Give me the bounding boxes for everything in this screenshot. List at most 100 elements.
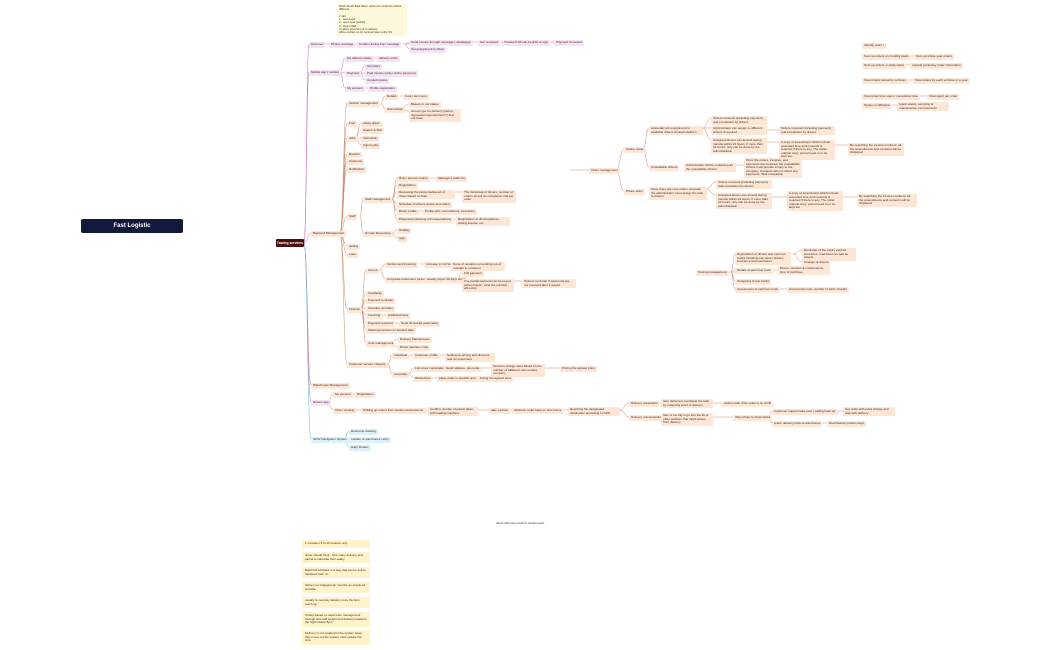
node-n50[interactable]: Loan (347, 252, 358, 258)
node-n62[interactable]: Payment reminder (366, 298, 396, 304)
node-n71[interactable]: Driver salaries / cost (398, 345, 431, 351)
node-n123[interactable]: Assigned drivers can amend during transi… (716, 193, 772, 210)
node-n40[interactable]: Schedule of drivers (leave and claim) (397, 202, 452, 208)
node-n127[interactable]: Registration of drivers and new tow truc… (735, 252, 791, 265)
node-n77[interactable]: List minor corporation (413, 366, 447, 372)
node-n121[interactable]: Once there are new orders received, the … (649, 187, 707, 200)
node-n107[interactable]: Daily Routes (349, 445, 371, 451)
node-n63[interactable]: Overdue reminder (366, 306, 395, 312)
node-n33[interactable]: Backend Management (311, 231, 346, 237)
node-n95[interactable]: Item delivered, Complete the task by col… (661, 399, 713, 409)
node-n20[interactable]: Cost / item item (403, 94, 429, 100)
node-n142[interactable]: Total order time spent / completion time (862, 94, 920, 100)
node-n120[interactable]: Phone order (624, 189, 646, 195)
node-n108[interactable]: Order management (589, 168, 620, 174)
node-n47[interactable]: Holiday (397, 228, 412, 234)
node-n11[interactable]: delivery order (377, 56, 400, 62)
node-n64[interactable]: Invoicing (366, 313, 383, 319)
node-n134[interactable]: Accessories cost, number of parts, brand… (787, 287, 849, 293)
node-n84[interactable]: Warehouse Management (311, 383, 350, 389)
node-n124[interactable]: A copy of amendment which include amende… (787, 191, 843, 211)
node-n7[interactable]: Payment if needed (554, 40, 584, 46)
node-n37[interactable]: Registration (397, 183, 418, 189)
node-n88[interactable]: Order viewing (333, 408, 357, 414)
node-n39[interactable]: The list/Actual of drivers, number of or… (462, 190, 516, 203)
node-n111[interactable]: Orders received (including payment) real… (711, 116, 767, 126)
node-n6[interactable]: Trusted KYB can be ETA or sign (502, 40, 551, 46)
node-n90[interactable]: Confirm number of parcel taken with load… (428, 407, 478, 417)
node-n15[interactable]: Unpaid invoice (365, 78, 390, 84)
node-n14[interactable]: Paid invoice (order online payment) (365, 71, 418, 77)
node-n60[interactable]: Finance (347, 307, 363, 313)
node-n80[interactable]: Pricing the agreed price (560, 366, 597, 372)
map-title[interactable]: Fast Logistic (81, 219, 183, 233)
node-n79[interactable]: Services charge rates based on the numbe… (491, 364, 545, 377)
node-n125[interactable]: By searching the invoice numbers, all th… (857, 194, 917, 207)
node-n52[interactable]: Vendor and Invoicing (385, 262, 418, 268)
node-n42[interactable]: Profile edit, commissions, incentives (423, 209, 477, 215)
node-n76[interactable]: corporate (392, 372, 410, 378)
node-n87[interactable]: Registration (355, 392, 376, 398)
node-n26[interactable]: active driver (361, 121, 382, 127)
node-n32[interactable]: Notification (347, 167, 367, 173)
node-n10[interactable]: My delivery status (345, 56, 374, 62)
node-n66[interactable]: Payment received (366, 321, 395, 327)
node-n133[interactable]: Accessories of each tow truck (735, 287, 780, 293)
node-n2[interactable]: Phone message (329, 42, 356, 48)
node-n140[interactable]: Total orders stored by vehicles (862, 78, 908, 84)
node-n4[interactable]: Send invoice through message ( whatsapp) (409, 40, 473, 46)
node-n119[interactable]: Once the orders, invoices, and payments … (744, 158, 802, 178)
node-n132[interactable]: Scrapping of tow trucks (735, 279, 772, 285)
node-n74[interactable]: Customer profile (413, 353, 440, 359)
node-n69[interactable]: Cost management (366, 341, 396, 347)
node-n122[interactable]: Orders received (including payment) task… (716, 180, 772, 190)
node-n19[interactable]: Details (385, 94, 399, 100)
node-n116[interactable]: By searching the invoice numbers, all th… (848, 143, 904, 156)
node-n112[interactable]: Administrator can assign to different dr… (711, 126, 767, 136)
node-n48[interactable]: Ipay (397, 236, 407, 242)
node-n55[interactable]: Corporate customers (order details) (385, 277, 438, 283)
node-n96[interactable]: collect cash if the order is on COD (722, 401, 773, 407)
node-n82[interactable]: place order to specific spot (437, 376, 478, 382)
node-n21[interactable]: Add vehicle (385, 107, 405, 113)
node-n61[interactable]: Vendlerae (366, 291, 384, 297)
node-n91[interactable]: take a photo (489, 408, 511, 414)
node-n23[interactable]: Group type for delivery (parcel, vigmeas… (409, 109, 461, 122)
node-n85[interactable]: Drivers app (311, 400, 331, 406)
node-n89[interactable]: Picking up orders from warehouse/custome… (361, 408, 426, 414)
node-n115[interactable]: A copy of amendment which include amende… (779, 140, 835, 160)
node-n139[interactable]: expand yesterday order information (910, 63, 963, 69)
node-n106[interactable]: outside of warehouse verify (349, 437, 391, 443)
node-n29[interactable]: Import jobs (361, 143, 381, 149)
node-n34[interactable]: Staff management (363, 197, 393, 203)
node-n46[interactable]: Human Resources (363, 231, 393, 237)
node-n13[interactable]: All orders (365, 64, 383, 70)
node-n128[interactable]: Reminder of the expiry expired insurance… (802, 248, 856, 261)
node-n144[interactable]: Spoken notification (862, 103, 893, 109)
node-n73[interactable]: Individual (392, 353, 410, 359)
node-n86[interactable]: My account (333, 392, 353, 398)
node-n135[interactable]: Identify order I (862, 43, 886, 49)
node-n24[interactable]: Fuel (347, 121, 358, 127)
node-n65[interactable]: Additional fees (386, 313, 411, 319)
node-n136[interactable]: Sum up orders on monthly basis (862, 54, 911, 60)
node-n58[interactable]: Use partial payment can be keyed (when k… (462, 279, 514, 292)
node-n68[interactable]: Tailoring invoices on booked date (366, 328, 416, 334)
node-n25[interactable]: Jobs (347, 136, 358, 142)
node-n27[interactable]: Search & filter (361, 128, 385, 134)
node-n97[interactable]: Delivery unsuccessful (629, 415, 663, 421)
node-n129[interactable]: Change of drivers (802, 260, 831, 266)
node-n5[interactable]: Get reviewed (478, 40, 501, 46)
node-n117[interactable]: Unavailable drivers (649, 165, 680, 171)
node-n103[interactable]: Reschedule product days (827, 421, 866, 427)
node-n12[interactable]: Payment (345, 71, 362, 77)
node-n44[interactable]: Paperwork planning (increase/reduce) (397, 217, 454, 223)
node-n54[interactable]: None of receipts not sending out of rece… (451, 262, 505, 272)
node-n59[interactable]: System reminder if payments are not rece… (522, 279, 576, 289)
node-n18[interactable]: Vehicle management (347, 101, 380, 107)
node-n78[interactable]: Send updates, via mode (444, 366, 482, 372)
node-n114[interactable]: Assigned drivers can amend during transi… (711, 138, 767, 155)
node-n105[interactable]: Real-time tracking (349, 429, 378, 435)
node-n51[interactable]: Accout (366, 268, 380, 274)
node-n1[interactable]: End user (309, 42, 326, 48)
